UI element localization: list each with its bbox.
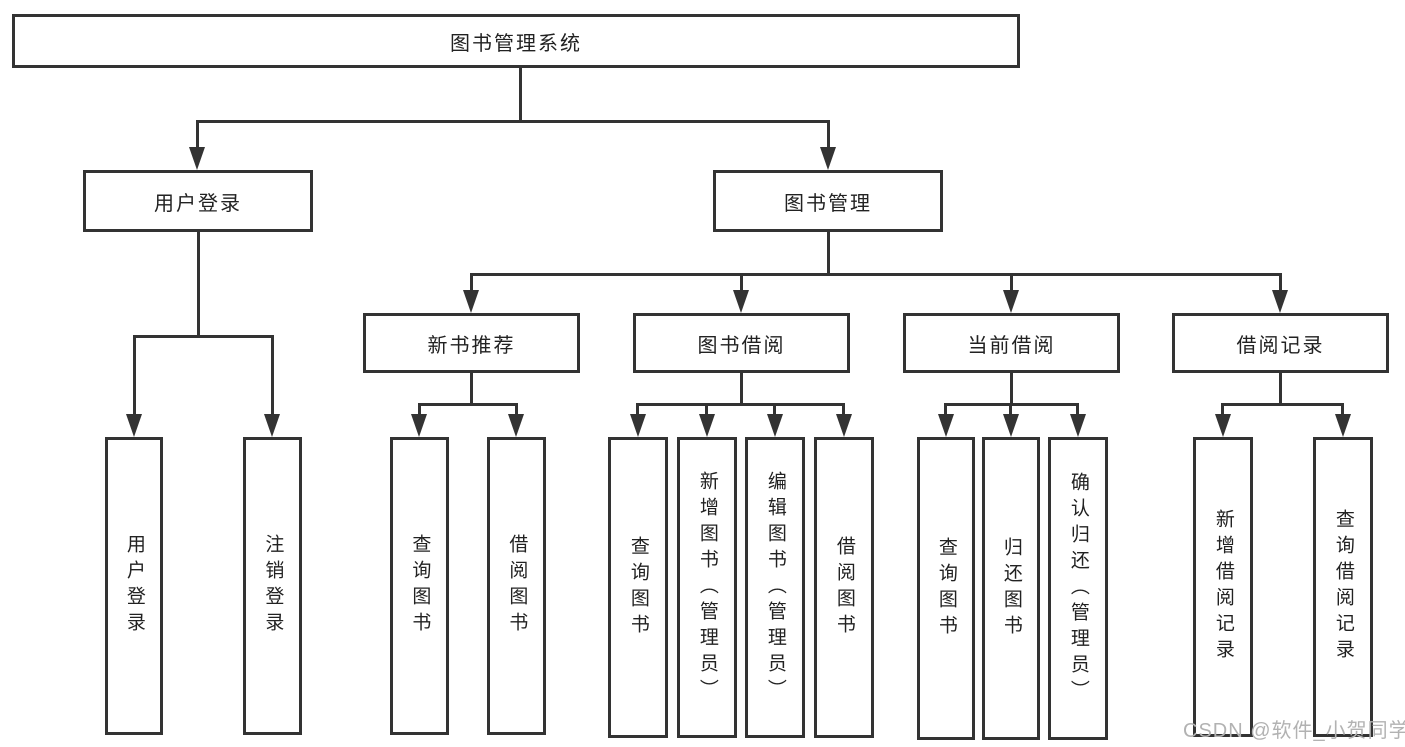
connector-line [827,120,830,150]
connector-line [1010,273,1013,293]
leaf-label: 新增图书（管理员） [696,470,718,705]
arrow-down-icon [126,414,142,437]
leaf-edit-books-admin: 编辑图书（管理员） [745,437,805,738]
arrow-down-icon [836,414,852,437]
node-library-management-system: 图书管理系统 [12,14,1020,68]
node-new-book-recommend: 新书推荐 [363,313,580,373]
arrow-down-icon [938,414,954,437]
connector-line [1279,373,1282,403]
leaf-add-borrow-record: 新增借阅记录 [1193,437,1253,737]
connector-line [1009,403,1012,415]
leaf-label: 借阅图书 [506,534,528,638]
leaf-logout-login: 注销登录 [243,437,302,735]
connector-line [133,335,136,414]
connector-line [470,373,473,403]
leaf-label: 确认归还（管理员） [1067,471,1089,706]
leaf-label: 用户登录 [123,534,145,638]
csdn-watermark: CSDN @软件_小贺同学 [1183,720,1405,742]
leaf-label: 查询图书 [409,534,431,638]
node-current-borrow: 当前借阅 [903,313,1120,373]
arrow-down-icon [1070,414,1086,437]
leaf-user-login: 用户登录 [105,437,163,735]
arrow-down-icon [820,147,836,170]
connector-line [705,403,708,415]
connector-line [842,403,845,415]
node-book-management: 图书管理 [713,170,943,232]
connector-line [945,403,1079,406]
arrow-down-icon [508,414,524,437]
connector-line [636,403,639,415]
connector-line [419,403,517,406]
connector-line [740,273,743,293]
connector-line [1341,403,1344,415]
leaf-label: 编辑图书（管理员） [764,470,786,705]
connector-line [740,373,743,403]
connector-line [637,403,845,406]
connector-line [1076,403,1079,415]
leaf-label: 借阅图书 [833,535,855,640]
node-book-borrow: 图书借阅 [633,313,850,373]
connector-line [519,68,522,120]
leaf-label: 查询图书 [627,535,649,640]
leaf-add-books-admin: 新增图书（管理员） [677,437,737,738]
leaf-current-query-books: 查询图书 [917,437,975,740]
connector-line [1222,403,1344,406]
connector-line [773,403,776,415]
node-borrow-records: 借阅记录 [1172,313,1389,373]
leaf-query-borrow-record: 查询借阅记录 [1313,437,1373,737]
connector-line [196,120,199,150]
arrow-down-icon [189,147,205,170]
leaf-label: 注销登录 [262,534,284,638]
connector-line [827,232,830,273]
connector-line [470,273,473,293]
connector-line [1221,403,1224,415]
connector-line [1010,373,1013,403]
leaf-recommend-query-books: 查询图书 [390,437,449,735]
connector-line [1279,273,1282,293]
node-user-login: 用户登录 [83,170,313,232]
arrow-down-icon [1335,414,1351,437]
arrow-down-icon [1272,290,1288,313]
leaf-recommend-borrow-books: 借阅图书 [487,437,546,735]
connector-line [418,403,421,415]
arrow-down-icon [1215,414,1231,437]
connector-line [197,232,200,335]
arrow-down-icon [1003,290,1019,313]
connector-line [515,403,518,415]
leaf-label: 新增借阅记录 [1212,509,1234,665]
leaf-label: 归还图书 [1000,536,1022,641]
arrow-down-icon [767,414,783,437]
connector-line [271,335,274,414]
arrow-down-icon [264,414,280,437]
connector-line [134,335,273,338]
arrow-down-icon [733,290,749,313]
leaf-label: 查询借阅记录 [1332,509,1354,665]
connector-line [471,273,1281,276]
leaf-return-books: 归还图书 [982,437,1040,740]
leaf-borrow-query-books: 查询图书 [608,437,668,738]
connector-line [197,120,830,123]
arrow-down-icon [1003,414,1019,437]
leaf-borrow-borrow-books: 借阅图书 [814,437,874,738]
arrow-down-icon [411,414,427,437]
leaf-confirm-return-admin: 确认归还（管理员） [1048,437,1108,740]
arrow-down-icon [463,290,479,313]
arrow-down-icon [699,414,715,437]
connector-line [944,403,947,415]
arrow-down-icon [630,414,646,437]
leaf-label: 查询图书 [935,536,957,641]
